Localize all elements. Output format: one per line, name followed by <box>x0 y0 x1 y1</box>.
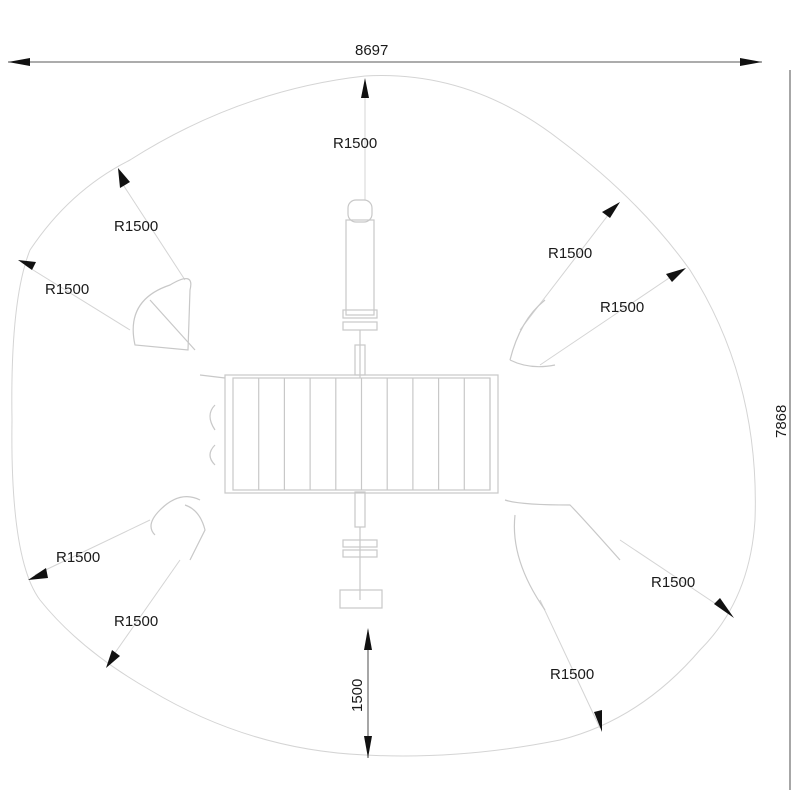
arrow-icon <box>28 568 48 580</box>
arrow-icon <box>361 78 369 98</box>
radius-label: R1500 <box>600 299 644 316</box>
arrow-icon <box>714 598 734 618</box>
width-dimension-label: 8697 <box>355 42 388 59</box>
arrow-icon <box>8 58 30 66</box>
radius-leaders <box>24 90 729 729</box>
radius-label: R1500 <box>333 135 377 152</box>
radius-label: R1500 <box>548 245 592 262</box>
arrow-icon <box>106 650 120 668</box>
radius-label: R1500 <box>56 549 100 566</box>
radius-label: R1500 <box>114 613 158 630</box>
radius-label: R1500 <box>550 666 594 683</box>
radius-label: R1500 <box>45 281 89 298</box>
clearance-dimension-label: 1500 <box>349 679 366 712</box>
radius-label: R1500 <box>114 218 158 235</box>
height-dimension-label: 7868 <box>773 405 790 438</box>
play-structure <box>132 199 621 611</box>
radius-label: R1500 <box>651 574 695 591</box>
arrow-icon <box>364 736 372 758</box>
arrow-icon <box>666 268 686 282</box>
arrow-icon <box>18 260 36 270</box>
arrow-icon <box>364 628 372 650</box>
arrow-icon <box>594 710 602 732</box>
safety-zone-outline <box>11 75 756 757</box>
arrow-icon <box>602 202 620 218</box>
arrow-icon <box>740 58 762 66</box>
arrow-icon <box>118 168 130 188</box>
